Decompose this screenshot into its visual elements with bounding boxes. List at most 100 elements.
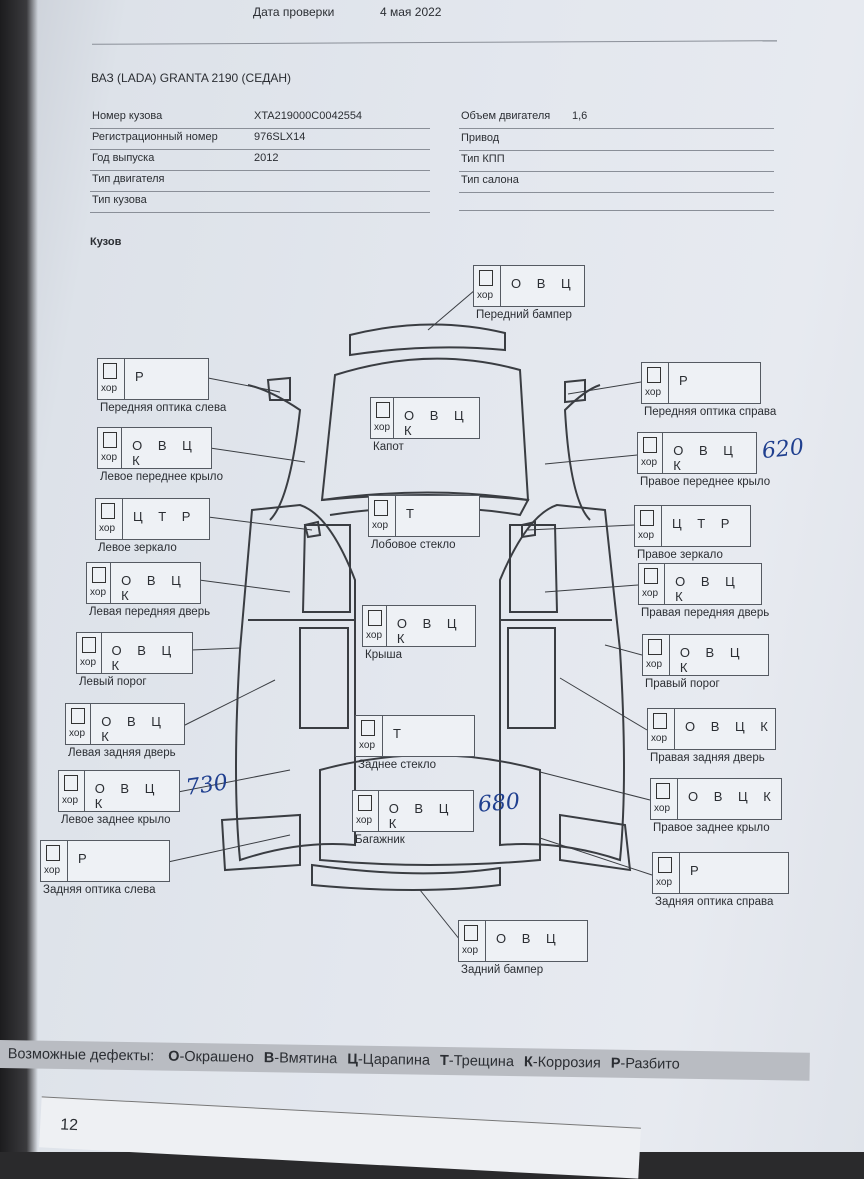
part-label: Багажник <box>355 834 405 846</box>
defect-codes: О В Ц К <box>121 573 187 603</box>
field-value: XTA219000C0042554 <box>254 110 363 122</box>
ok-checkbox[interactable]: хор <box>653 853 680 893</box>
defect-codes: О В Ц К <box>673 443 739 473</box>
ok-checkbox[interactable]: хор <box>59 771 85 811</box>
field-label: Год выпуска <box>92 152 155 164</box>
part-15-checkbox-group: хор Р <box>641 362 761 404</box>
ok-checkbox[interactable]: хор <box>648 709 675 749</box>
field-underline <box>459 128 774 129</box>
ok-checkbox[interactable]: хор <box>98 428 123 468</box>
handwritten-note: 620 <box>760 434 806 465</box>
part-8-checkbox-group: хор Р <box>40 840 170 882</box>
car-diagram <box>167 289 653 941</box>
ok-checkbox[interactable]: хор <box>638 433 664 473</box>
part-21-checkbox-group: хор О В Ц К <box>650 778 782 820</box>
defect-codes: О В Ц К <box>685 719 774 734</box>
legend-item: О-Окрашено <box>168 1048 254 1066</box>
part-17-checkbox-group: хор Ц Т Р <box>634 505 751 547</box>
defect-codes: Ц Т Р <box>133 509 197 524</box>
ok-checkbox[interactable]: хор <box>356 716 383 756</box>
ok-checkbox[interactable]: хор <box>642 363 669 403</box>
field-label: Тип КПП <box>461 153 505 165</box>
part-label: Правое переднее крыло <box>640 476 771 488</box>
ok-checkbox[interactable]: хор <box>651 779 678 819</box>
ok-checkbox[interactable]: хор <box>643 635 670 675</box>
defect-codes: О В Ц <box>496 931 562 946</box>
part-16-checkbox-group: хор О В Ц К <box>637 432 757 474</box>
background-edge <box>0 0 38 1152</box>
part-13-checkbox-group: хор О В Ц К <box>352 790 474 832</box>
part-label: Заднее стекло <box>358 759 437 771</box>
part-2-checkbox-group: хор О В Ц К <box>97 427 212 469</box>
defect-codes: О В Ц К <box>688 789 777 804</box>
field-label: Регистрационный номер <box>92 131 218 143</box>
date-value: 4 мая 2022 <box>380 5 442 19</box>
part-label: Левое заднее крыло <box>61 814 171 826</box>
defect-codes: О В Ц К <box>679 645 746 675</box>
defect-codes: Р <box>690 863 705 878</box>
date-label: Дата проверки <box>253 5 335 19</box>
part-7-checkbox-group: хор О В Ц К <box>58 770 180 812</box>
defect-codes: Т <box>406 506 420 521</box>
ok-checkbox[interactable]: хор <box>474 266 501 306</box>
defect-codes: О В Ц К <box>388 801 455 831</box>
field-underline <box>90 170 430 171</box>
part-20-checkbox-group: хор О В Ц К <box>647 708 776 750</box>
ok-checkbox[interactable]: хор <box>639 564 666 604</box>
legend-title: Возможные дефекты: <box>7 1046 155 1065</box>
field-underline <box>459 150 774 151</box>
legend-item: Р-Разбито <box>610 1055 680 1073</box>
ok-checkbox[interactable]: хор <box>66 704 92 744</box>
defect-codes: Т <box>393 726 407 741</box>
field-value: 2012 <box>254 152 279 164</box>
part-4-checkbox-group: хор О В Ц К <box>86 562 201 604</box>
defect-codes: О В Ц К <box>403 408 470 438</box>
field-value: 1,6 <box>572 110 588 122</box>
ok-checkbox[interactable]: хор <box>371 398 394 438</box>
part-label: Левая передняя дверь <box>89 606 211 618</box>
ok-checkbox[interactable]: хор <box>77 633 102 673</box>
handwritten-note: 680 <box>476 789 521 818</box>
defect-codes: О В Ц К <box>101 714 167 744</box>
legend-item: В-Вмятина <box>263 1050 338 1068</box>
part-0-checkbox-group: хор О В Ц <box>473 265 585 307</box>
part-9-checkbox-group: хор О В Ц К <box>370 397 480 439</box>
section-title: Кузов <box>90 236 122 248</box>
defect-codes: О В Ц К <box>675 574 741 604</box>
defect-codes: О В Ц К <box>132 438 198 468</box>
ok-checkbox[interactable]: хор <box>353 791 379 831</box>
part-label: Задний бампер <box>461 964 544 976</box>
defect-codes: Ц Т Р <box>672 516 736 531</box>
ok-checkbox[interactable]: хор <box>635 506 662 546</box>
part-22-checkbox-group: хор Р <box>652 852 789 894</box>
part-12-checkbox-group: хор Т <box>355 715 475 757</box>
defect-codes: О В Ц К <box>94 781 161 811</box>
legend-item: Ц-Царапина <box>347 1051 431 1069</box>
defect-codes: Р <box>78 851 93 866</box>
part-18-checkbox-group: хор О В Ц К <box>638 563 762 605</box>
field-label: Номер кузова <box>92 110 163 122</box>
ok-checkbox[interactable]: хор <box>363 606 387 646</box>
defect-codes: О В Ц К <box>396 616 463 646</box>
ok-checkbox[interactable]: хор <box>459 921 486 961</box>
defect-codes: О В Ц К <box>111 643 178 673</box>
field-underline <box>90 149 430 150</box>
ok-checkbox[interactable]: хор <box>41 841 68 881</box>
defect-codes: Р <box>679 373 694 388</box>
part-label: Крыша <box>365 649 402 661</box>
part-label: Правая задняя дверь <box>650 752 765 764</box>
part-19-checkbox-group: хор О В Ц К <box>642 634 769 676</box>
field-label: Привод <box>461 132 500 144</box>
field-underline <box>459 171 774 172</box>
vehicle-title: ВАЗ (LADA) GRANTA 2190 (СЕДАН) <box>91 71 292 85</box>
part-label: Лобовое стекло <box>371 539 456 551</box>
ok-checkbox[interactable]: хор <box>96 499 123 539</box>
ok-checkbox[interactable]: хор <box>98 359 125 399</box>
ok-checkbox[interactable]: хор <box>369 496 396 536</box>
field-value: 976SLX14 <box>254 131 306 143</box>
ok-checkbox[interactable]: хор <box>87 563 112 603</box>
part-label: Передняя оптика справа <box>644 406 777 418</box>
field-label: Тип двигателя <box>92 173 165 185</box>
part-label: Левое переднее крыло <box>100 471 224 483</box>
part-6-checkbox-group: хор О В Ц К <box>65 703 185 745</box>
